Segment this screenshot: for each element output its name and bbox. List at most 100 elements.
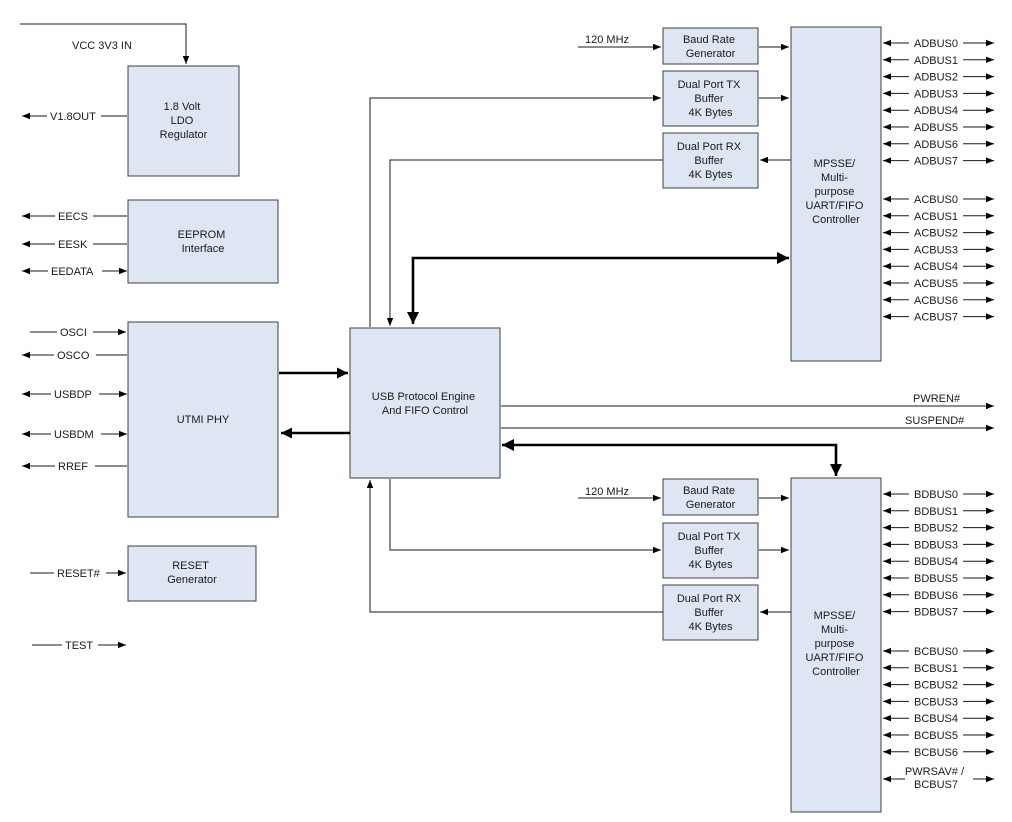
- ldo-title: 1.8 Volt LDO Regulator: [160, 101, 208, 141]
- acbus-pin-label-bg: [909, 292, 963, 306]
- adbus-pin-label: ADBUS0: [914, 38, 958, 50]
- tx-b-title: Dual Port TX Buffer 4K Bytes: [678, 531, 744, 571]
- osco-label: OSCO: [57, 350, 90, 362]
- mpsse-controller-a: [790, 26, 882, 362]
- adbus-pin-label-bg: [909, 36, 963, 49]
- acbus-pin-label-bg: [909, 309, 963, 323]
- usbdm-label: USBDM: [54, 429, 94, 441]
- acbus-pin-label: ACBUS5: [914, 278, 958, 290]
- bdbus-pin-label: BDBUS7: [914, 607, 958, 619]
- reset-line: Generator: [167, 574, 217, 586]
- bcbus-pin-label: BCBUS1: [914, 663, 958, 675]
- tx-a-line: Dual Port TX: [678, 79, 741, 91]
- rx-buffer-a: [662, 132, 759, 189]
- mpsse-a-line: UART/FIFO: [806, 200, 864, 212]
- bdbus-pin-label-bg: [909, 537, 963, 551]
- bdbus-pin-label: BDBUS1: [914, 506, 958, 518]
- reset-line: RESET: [172, 560, 209, 572]
- usb-engine-line: And FIFO Control: [382, 405, 468, 417]
- usb-engine-title: USB Protocol Engine And FIFO Control: [372, 391, 478, 417]
- clk-a-label: 120 MHz: [585, 34, 629, 46]
- bdbus-pin-label-bg: [909, 554, 963, 568]
- bcbus-pin-label-bg: [909, 711, 963, 725]
- bcbus-pin-label-bg: [909, 744, 963, 758]
- bcbus-pin-label-bg: [909, 728, 963, 741]
- bcbus-pin-label-bg: [909, 694, 963, 708]
- tx-b-line: Dual Port TX: [678, 531, 741, 543]
- rx-a-to-engine-wire: [386, 159, 663, 326]
- mpsse-a-line: Controller: [812, 214, 860, 226]
- eeprom-interface-block: [127, 199, 279, 284]
- tx-a-line: 4K Bytes: [688, 107, 733, 119]
- acbus-pin-label-bg: [909, 192, 963, 205]
- bdbus-pin-label: BDBUS6: [914, 590, 958, 602]
- adbus-pin-label: ADBUS6: [914, 139, 958, 151]
- ldo-regulator-block: [127, 65, 240, 177]
- ldo-line: LDO: [171, 115, 194, 127]
- bdbus-pin-label: BDBUS0: [914, 489, 958, 501]
- mpsse-b-line: MPSSE/: [814, 610, 857, 622]
- acbus-pin-label: ACBUS6: [914, 295, 958, 307]
- tx-buffer-b: [662, 522, 759, 579]
- bcbus-pins: BCBUS0BCBUS1BCBUS2BCBUS3BCBUS4BCBUS5BCBU…: [883, 644, 994, 759]
- adbus-pin-label: ADBUS7: [914, 156, 958, 168]
- acbus-pin-label-bg: [909, 259, 963, 273]
- eecs-label: EECS: [58, 211, 88, 223]
- tx-b-line: 4K Bytes: [688, 559, 733, 571]
- mpsse-b-line: Controller: [812, 666, 860, 678]
- eesk-label: EESK: [58, 239, 88, 251]
- baud-a-line: Generator: [686, 48, 736, 60]
- vcc-label: VCC 3V3 IN: [72, 40, 132, 52]
- rx-b-line: 4K Bytes: [688, 621, 733, 633]
- pwren-label: PWREN#: [913, 393, 961, 405]
- acbus-pin-label: ACBUS7: [914, 312, 958, 324]
- bcbus-pin-label-bg: [909, 644, 963, 657]
- mpsse-b-line: purpose: [815, 638, 855, 650]
- tx-a-title: Dual Port TX Buffer 4K Bytes: [678, 79, 744, 119]
- usbdp-label: USBDP: [54, 389, 92, 401]
- tx-buffer-a: [662, 70, 759, 127]
- mpsse-b-line: Multi-: [821, 624, 848, 636]
- rref-label: RREF: [58, 461, 88, 473]
- reset-label: RESET#: [57, 568, 101, 580]
- bcbus-pin-label: BCBUS4: [914, 713, 958, 725]
- adbus-pin-label-bg: [909, 69, 963, 83]
- acbus-pin-label: ACBUS2: [914, 228, 958, 240]
- mpsse-controller-b: [790, 477, 882, 813]
- engine-mpsse-b-bus: [502, 439, 842, 476]
- adbus-pin-label: ADBUS3: [914, 88, 958, 100]
- bcbus-pin-label: BCBUS3: [914, 696, 958, 708]
- eeprom-title: EEPROM Interface: [178, 229, 229, 255]
- acbus-pin-label-bg: [909, 208, 963, 222]
- osci-label: OSCI: [60, 327, 87, 339]
- bdbus-pin-label-bg: [909, 604, 963, 618]
- bdbus-pin-label-bg: [909, 587, 963, 601]
- engine-mpsse-a-bus: [407, 252, 789, 324]
- adbus-pin-label-bg: [909, 153, 963, 167]
- bcbus-pin-label: BCBUS6: [914, 747, 958, 759]
- mpsse-b-line: UART/FIFO: [806, 652, 864, 664]
- acbus-pin-label: ACBUS0: [914, 194, 958, 206]
- bdbus-pin-label-bg: [909, 487, 963, 500]
- bdbus-pin-label: BDBUS2: [914, 523, 958, 535]
- rx-a-title: Dual Port RX Buffer 4K Bytes: [677, 141, 744, 181]
- ldo-line: Regulator: [160, 129, 208, 141]
- bcbus-pin-label: BCBUS5: [914, 730, 958, 742]
- eedata-label: EEDATA: [51, 266, 94, 278]
- mpsse-a-title: MPSSE/ Multi- purpose UART/FIFO Controll…: [806, 158, 867, 226]
- adbus-pin-label-bg: [909, 86, 963, 100]
- engine-to-tx-a-wire: [369, 94, 661, 327]
- adbus-pins: ADBUS0ADBUS1ADBUS2ADBUS3ADBUS4ADBUS5ADBU…: [883, 36, 994, 168]
- acbus-pin-label-bg: [909, 276, 963, 289]
- acbus-pin-label: ACBUS1: [914, 211, 958, 223]
- reset-title: RESET Generator: [167, 560, 217, 586]
- adbus-pin-label-bg: [909, 120, 963, 133]
- ldo-line: 1.8 Volt: [164, 101, 201, 113]
- bcbus-pin-label-bg: [909, 660, 963, 674]
- acbus-pin-label: ACBUS3: [914, 244, 958, 256]
- tx-a-line: Buffer: [694, 93, 723, 105]
- bdbus-pins: BDBUS0BDBUS1BDBUS2BDBUS3BDBUS4BDBUS5BDBU…: [883, 487, 994, 619]
- bcbus-pin-label-bg: [909, 677, 963, 691]
- usb-engine-line: USB Protocol Engine: [372, 391, 475, 403]
- baud-a-title: Baud Rate Generator: [683, 34, 738, 60]
